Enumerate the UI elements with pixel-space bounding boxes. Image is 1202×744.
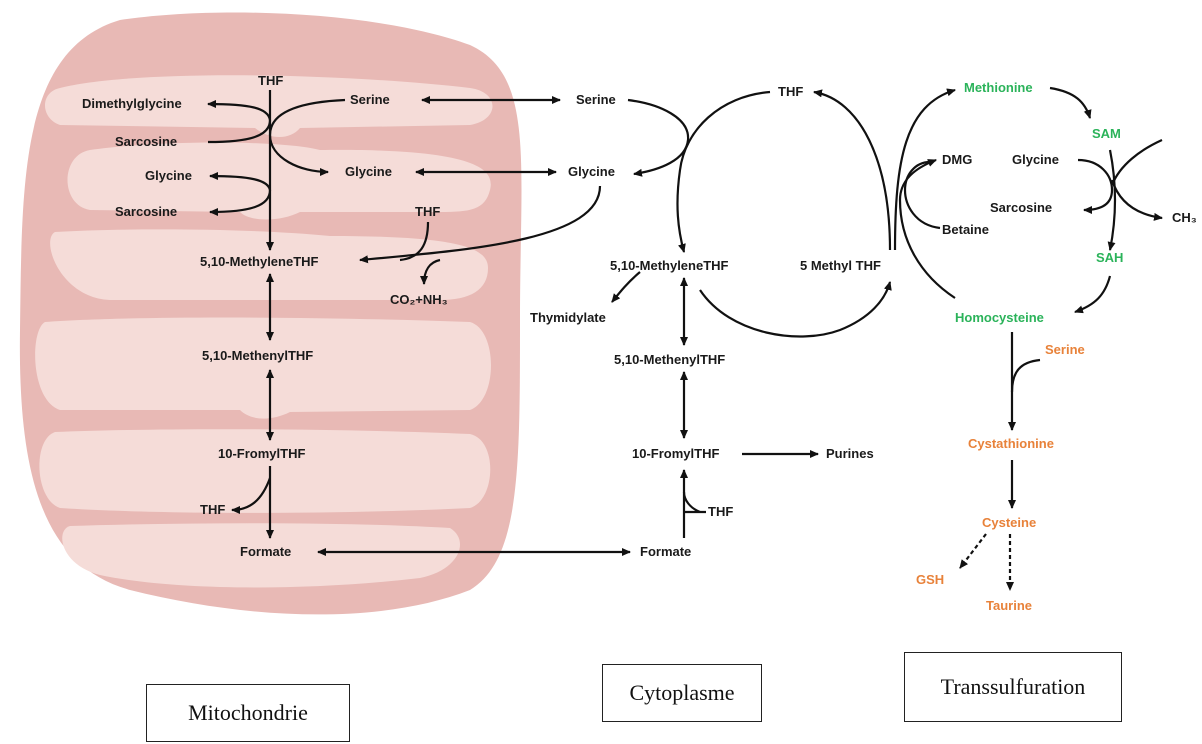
- mitochondrie-box-label: Mitochondrie: [188, 700, 308, 725]
- mito-arrows: [207, 90, 631, 556]
- trans-arrows: [893, 86, 1163, 509]
- methyl-thf-label: 5 Methyl THF: [800, 258, 881, 273]
- ch3-label: CH₃: [1172, 210, 1197, 225]
- formate-cyto-label: Formate: [640, 544, 692, 559]
- thf-mito-mid-label: THF: [415, 204, 441, 219]
- homocysteine-label: Homocysteine: [955, 310, 1044, 325]
- mitochondrie-box: Mitochondrie: [146, 684, 350, 742]
- sarcosine-2-label: Sarcosine: [115, 204, 178, 219]
- sam-label: SAM: [1092, 126, 1121, 141]
- glycine-trans-label: Glycine: [1012, 152, 1059, 167]
- cysteine-label: Cysteine: [982, 515, 1037, 530]
- formyl-mito-label: 10-FromylTHF: [218, 446, 306, 461]
- dmg-label: DMG: [942, 152, 973, 167]
- gsh-label: GSH: [916, 572, 945, 587]
- glycine-cyto-label: Glycine: [568, 164, 615, 179]
- serine-cyto-label: Serine: [576, 92, 616, 107]
- sarcosine-trans-label: Sarcosine: [990, 200, 1053, 215]
- thymidylate-label: Thymidylate: [530, 310, 606, 325]
- glycine-mito-label: Glycine: [345, 164, 392, 179]
- cytoplasme-box: Cytoplasme: [602, 664, 762, 722]
- dimethylglycine-label: Dimethylglycine: [82, 96, 182, 111]
- transsulfuration-box-label: Transsulfuration: [940, 674, 1086, 699]
- purines-label: Purines: [826, 446, 874, 461]
- cyto-arrows: [611, 89, 892, 538]
- transsulfuration-box: Transsulfuration: [904, 652, 1122, 722]
- methenyl-cyto-label: 5,10-MethenylTHF: [614, 352, 726, 367]
- methylene-mito-label: 5,10-MethyleneTHF: [200, 254, 319, 269]
- methylene-cyto-label: 5,10-MethyleneTHF: [610, 258, 729, 273]
- methionine-label: Methionine: [964, 80, 1033, 95]
- co2-nh3-label: CO₂+NH₃: [390, 292, 448, 307]
- thf-mito-bottom-label: THF: [200, 502, 226, 517]
- betaine-label: Betaine: [942, 222, 989, 237]
- taurine-label: Taurine: [986, 598, 1032, 613]
- thf-cyto-top-label: THF: [778, 84, 804, 99]
- trans-dashed-arrows: [959, 533, 1014, 591]
- cytoplasme-box-label: Cytoplasme: [629, 680, 735, 705]
- sarcosine-1-label: Sarcosine: [115, 134, 178, 149]
- formate-mito-label: Formate: [240, 544, 292, 559]
- glycine-mito-left-label: Glycine: [145, 168, 192, 183]
- sah-label: SAH: [1096, 250, 1124, 265]
- methenyl-mito-label: 5,10-MethenylTHF: [202, 348, 314, 363]
- thf-mito-top-label: THF: [258, 73, 284, 88]
- mitochondrion-cristae: [35, 75, 493, 588]
- serine-mito-label: Serine: [350, 92, 390, 107]
- serine-trans-label: Serine: [1045, 342, 1085, 357]
- thf-cyto-bottom-label: THF: [708, 504, 734, 519]
- formyl-cyto-label: 10-FromylTHF: [632, 446, 720, 461]
- cystathionine-label: Cystathionine: [968, 436, 1054, 451]
